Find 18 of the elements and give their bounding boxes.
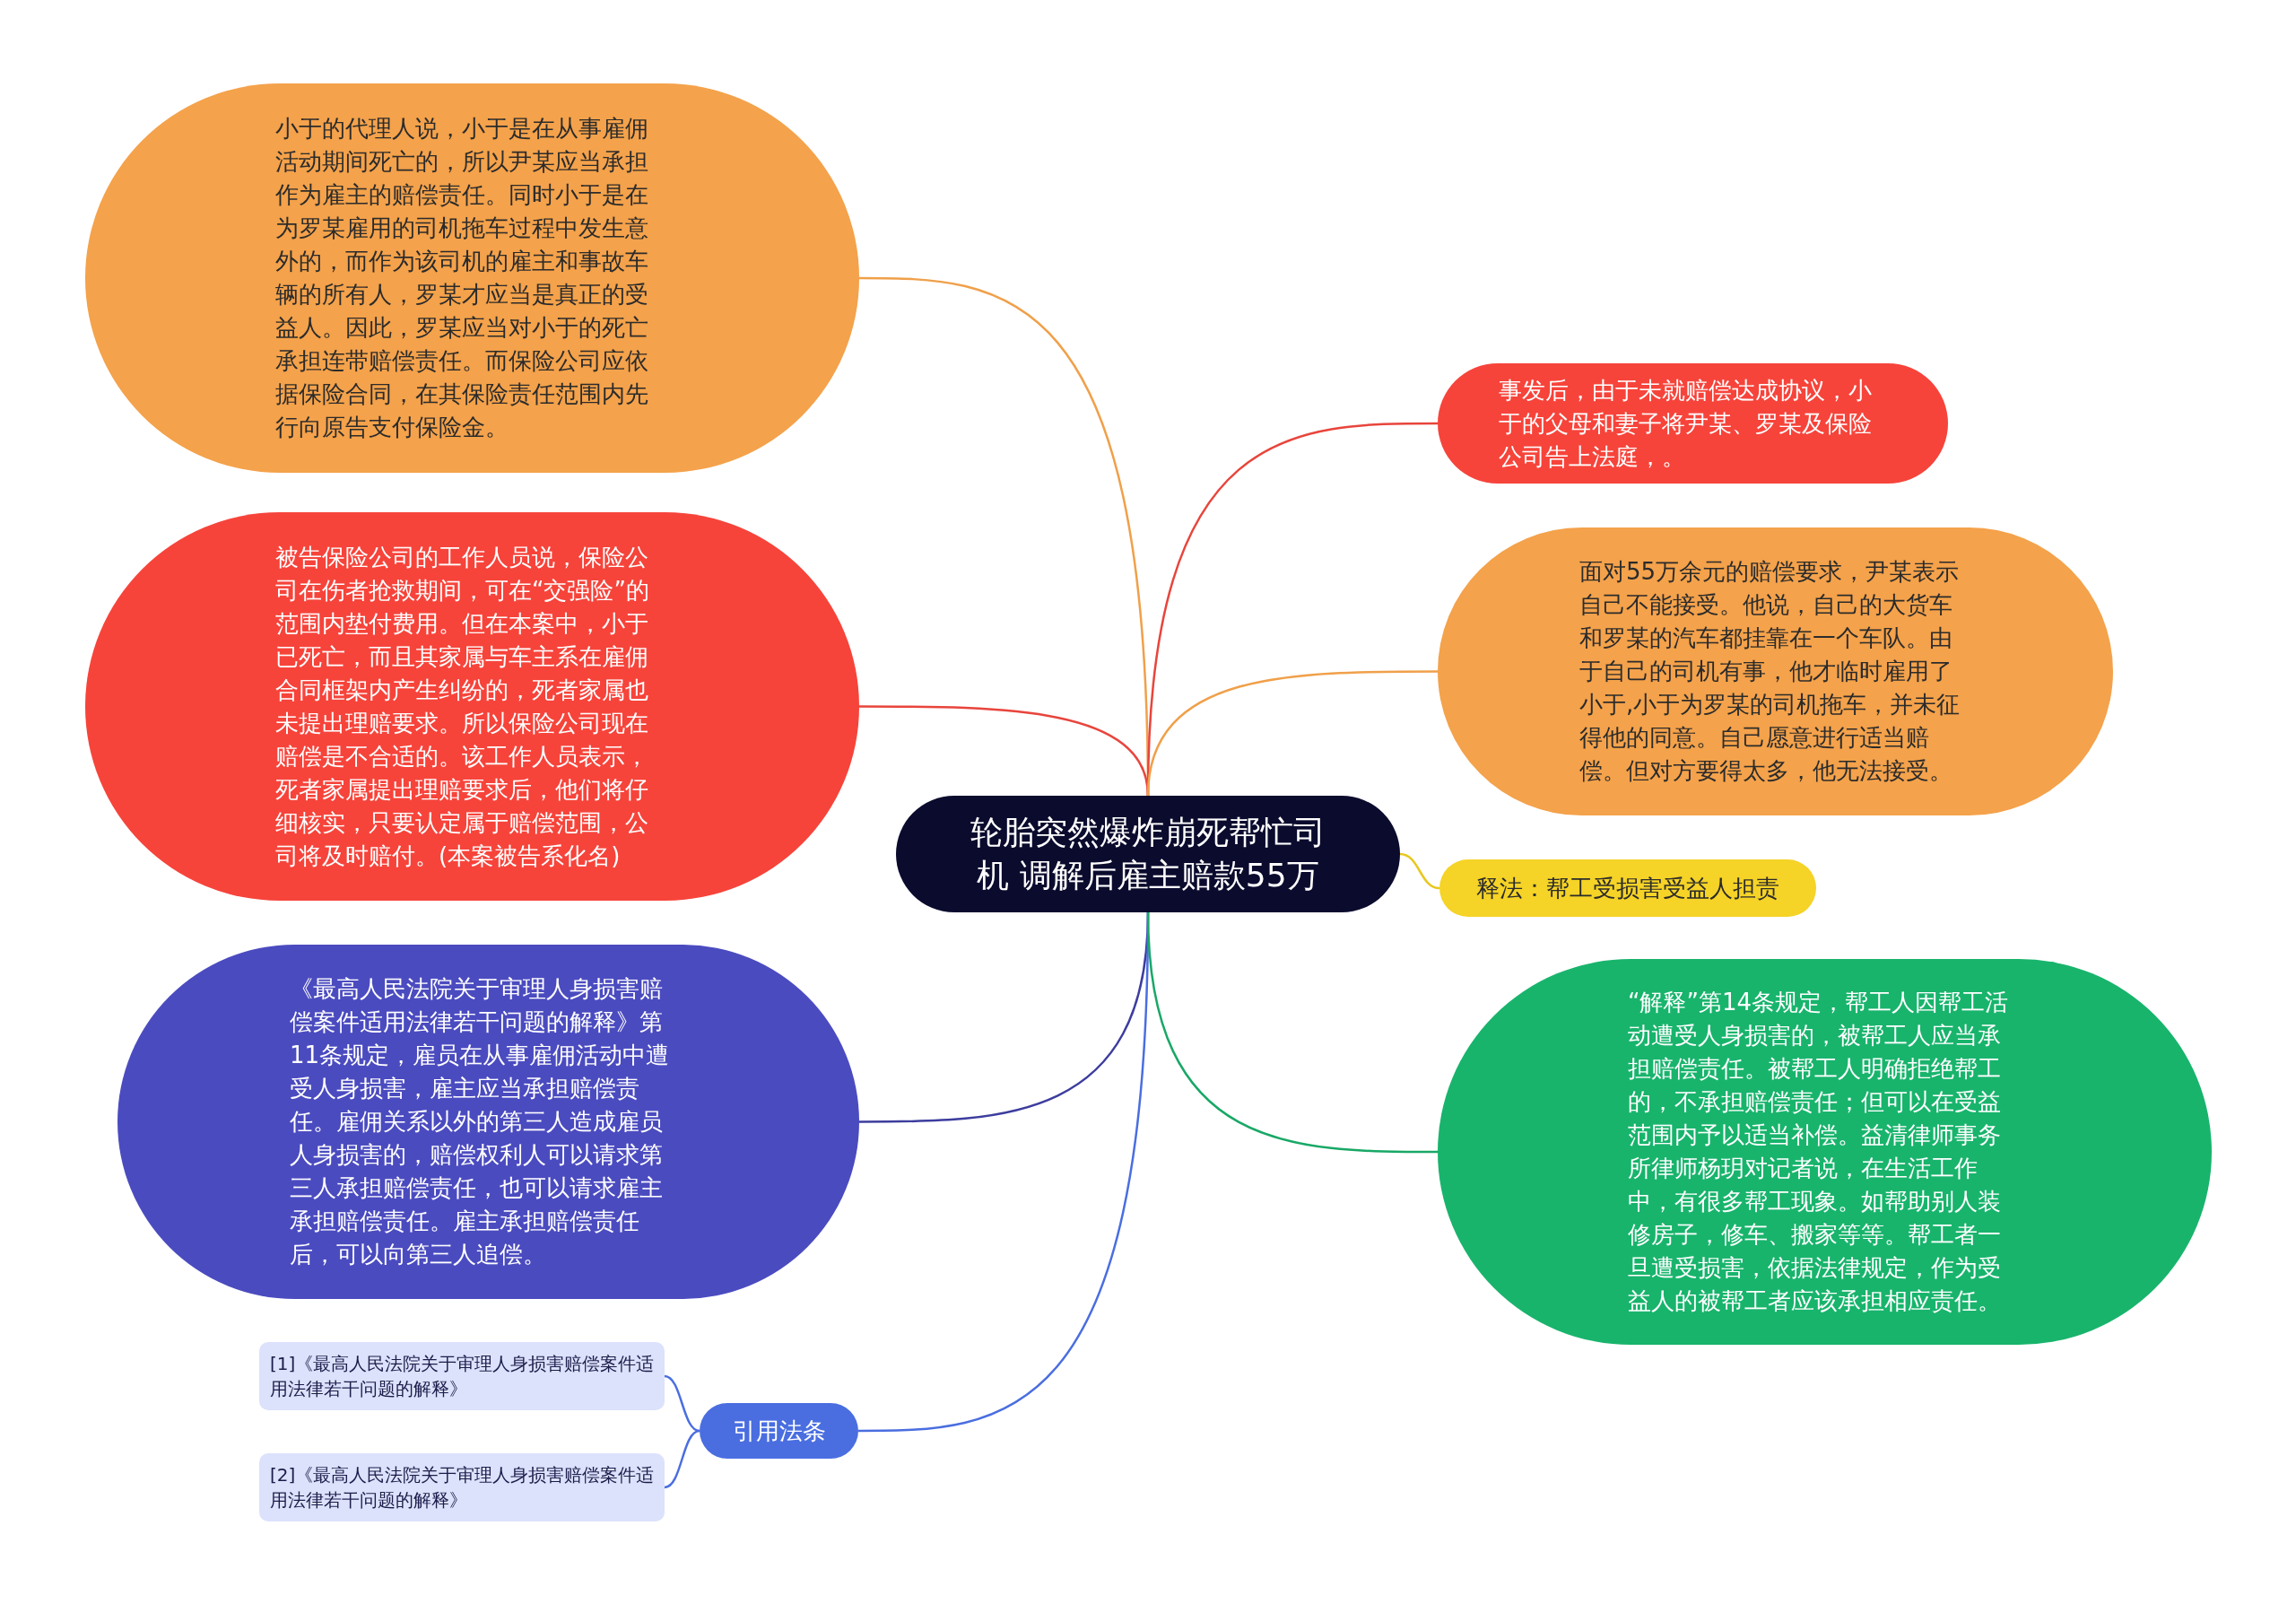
topic-text: [1]《最高人民法院关于审理人身损害赔偿案件适用法律若干问题的解释》 [270, 1352, 656, 1401]
topic-text: 被告保险公司的工作人员说，保险公司在伤者抢救期间，可在“交强险”的范围内垫付费用。但在本案中，小于已死亡，而且其家属与车主系在雇佣合同框架内产生纠纷的，死者家属也未提出理赔要求。所以保险公司现在赔偿是不合适的。该工作人员表示，死者家属提出理赔要求后，他们将仔细核实，只要认定属于赔偿范围，公司将及时赔付。(本案被告系化名) [275, 542, 650, 871]
topic-text: 小于的代理人说，小于是在从事雇佣活动期间死亡的，所以尹某应当承担作为雇主的赔偿责任。同时小于是在为罗某雇用的司机拖车过程中发生意外的，而作为该司机的雇主和事故车辆的所有人，罗某才应当是真正的受益人。因此，罗某应当对小于的死亡承担连带赔偿责任。而保险公司应依据保险合同，在其保险责任范围内先行向原告支付保险金。 [275, 114, 649, 442]
connector-line [1399, 852, 1440, 890]
connector-line [664, 1429, 700, 1489]
topic-text: 《最高人民法院关于审理人身损害赔偿案件适用法律若干问题的解释》第11条规定，雇员在从事雇佣活动中遭受人身损害，雇主应当承担赔偿责任。雇佣关系以外的第三人造成雇员人身损害的，赔偿权利人可以请求第三人承担赔偿责任，也可以请求雇主承担赔偿责任。雇主承担赔偿责任后，可以向第三人追偿。 [290, 974, 671, 1269]
topic-text: 事发后，由于未就赔偿达成协议，小于的父母和妻子将尹某、罗某及保险公司告上法庭，。 [1499, 375, 1873, 472]
topic-text: 面对55万余元的赔偿要求，尹某表示自己不能接受。他说，自己的大货车和罗某的汽车都挂靠在一个车队。由于自己的司机有事，他才临时雇用了小于,小于为罗某的司机拖车，并未征得他的同意。自己愿意进行适当赔偿。但对方要得太多，他无法接受。 [1579, 557, 1961, 786]
connector-line [1146, 670, 1438, 797]
topic-text: [2]《最高人民法院关于审理人身损害赔偿案件适用法律若干问题的解释》 [270, 1463, 656, 1512]
connector-line [1146, 911, 1438, 1154]
topic-text: 释法：帮工受损害受益人担责 [1475, 873, 1780, 903]
reference-card [259, 1453, 665, 1521]
connector-line [664, 1374, 700, 1433]
topic-text: 引用法条 [731, 1416, 827, 1446]
topic-text: “解释”第14条规定，帮工人因帮工活动遭受人身损害的，被帮工人应当承担赔偿责任。被帮工人明确拒绝帮工的，不承担赔偿责任；但可以在受益范围内予以适当补偿。益清律师事务所律师杨玥对记者说，在生活工作中，有很多帮工现象。如帮助别人装修房子，修车、搬家等等。帮工者一旦遭受损害，依据法律规定，作为受益人的被帮工者应该承担相应责任。 [1628, 988, 2010, 1316]
reference-card [259, 1342, 665, 1410]
topic-text: 轮胎突然爆炸崩死帮忙司机 调解后雇主赔款55万 [970, 813, 1326, 895]
